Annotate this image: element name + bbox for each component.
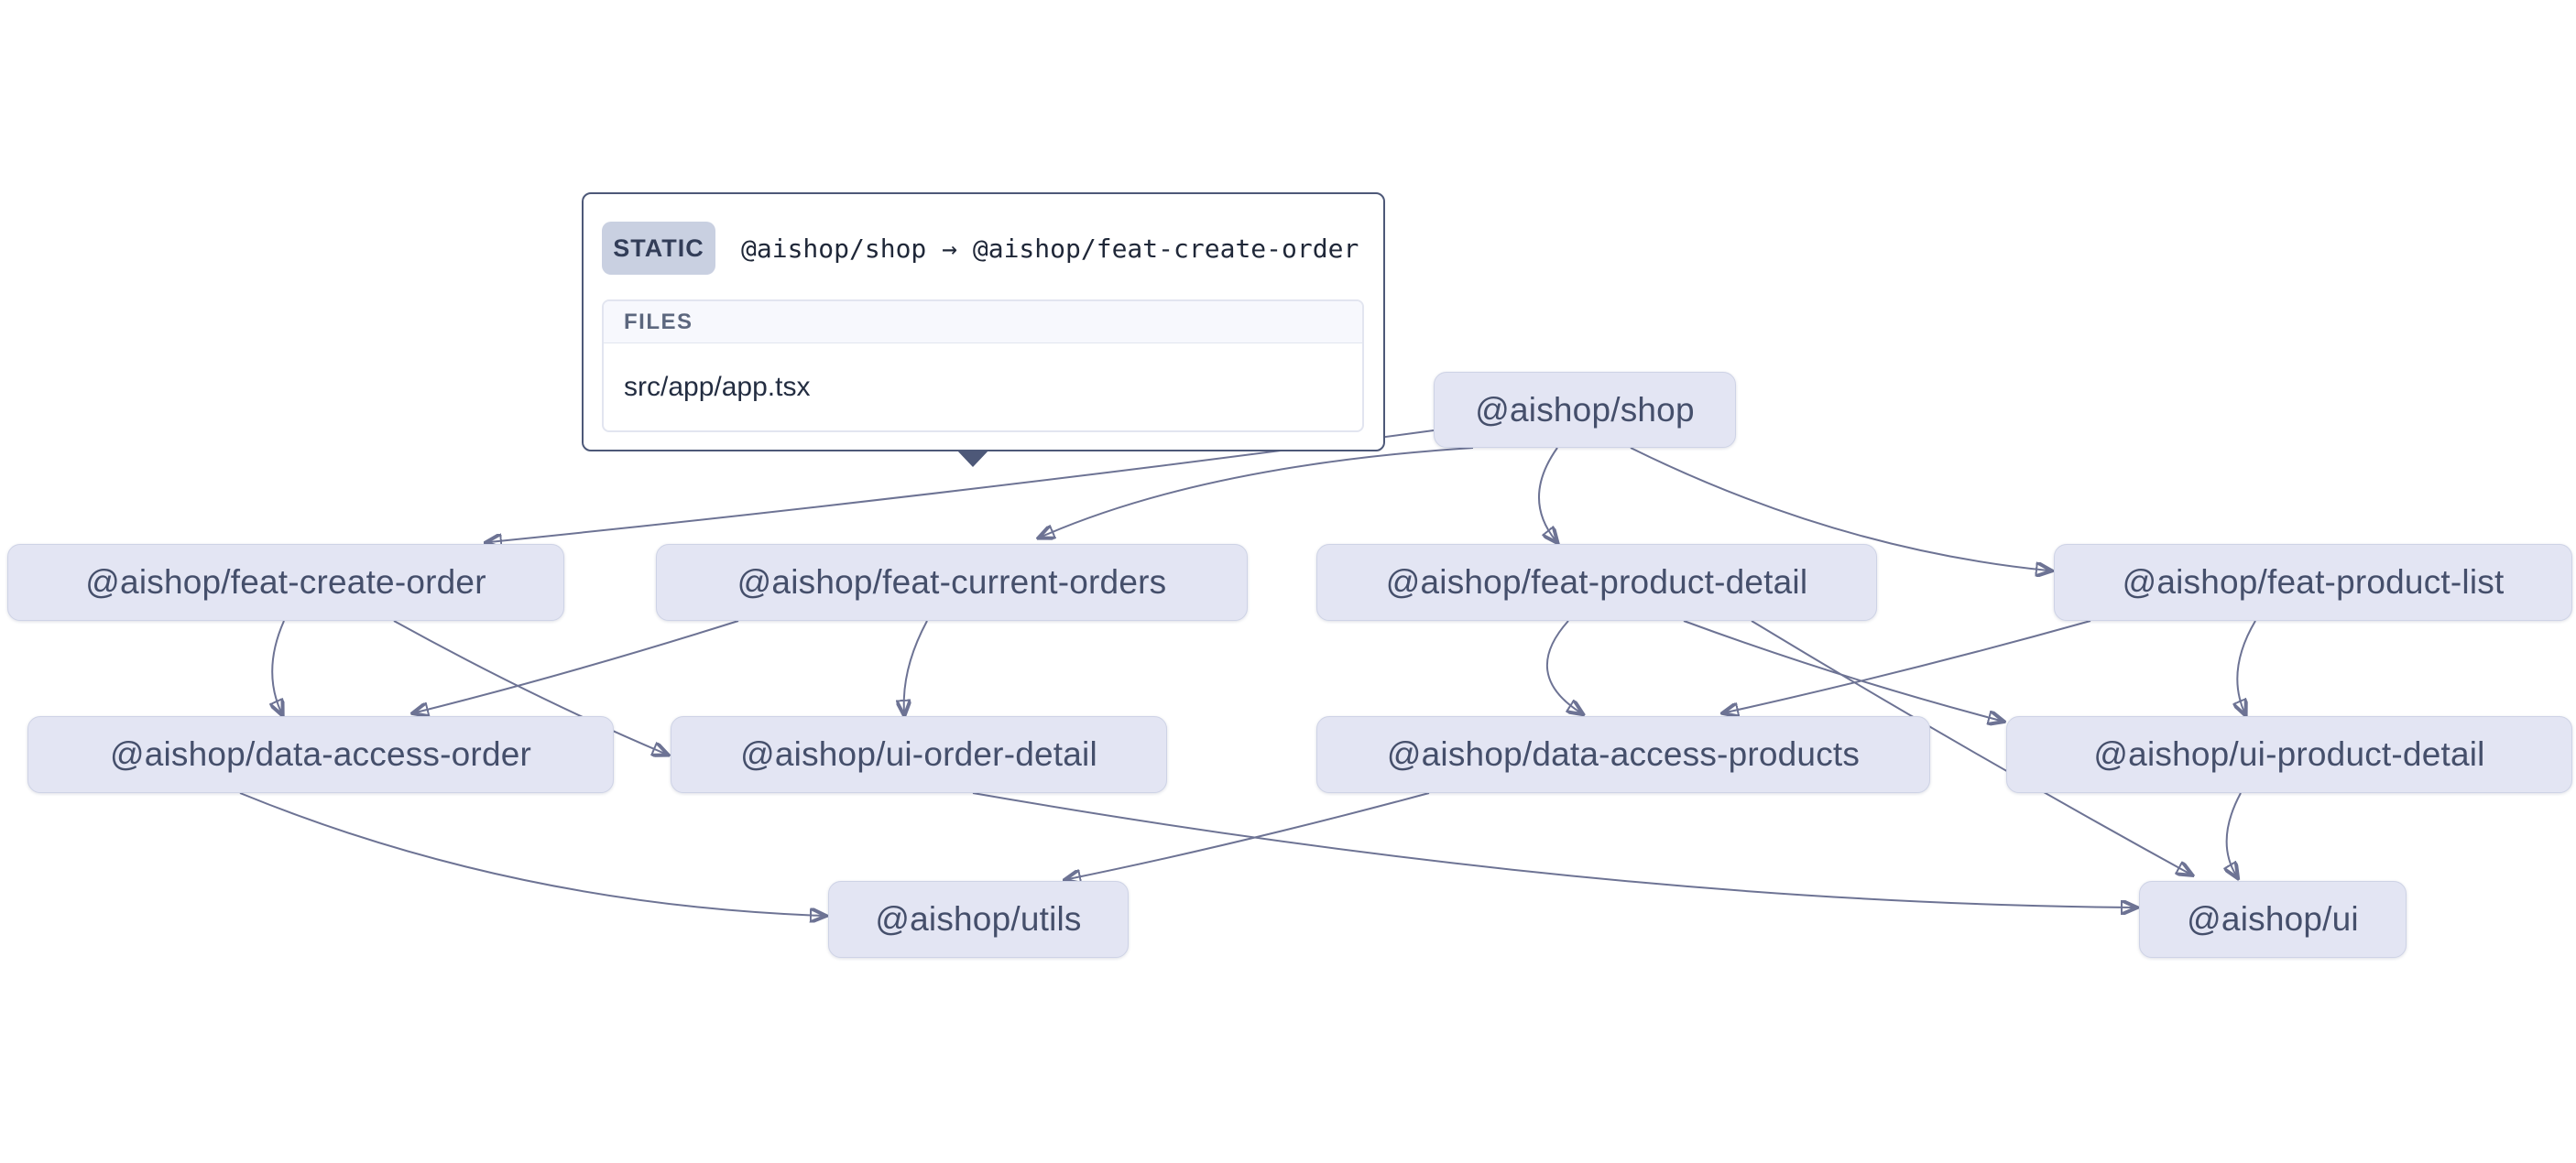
graph-edge-ui-order-detail--ui[interactable] — [972, 792, 2134, 908]
graph-edge-feat-current-orders--ui-order-detail[interactable] — [904, 620, 928, 712]
graph-node-ui[interactable]: @aishop/ui — [2139, 881, 2407, 958]
graph-edge-shop--feat-current-orders[interactable] — [1042, 447, 1474, 537]
graph-edge-feat-product-detail--data-access-products[interactable] — [1545, 620, 1580, 712]
graph-node-shop[interactable]: @aishop/shop — [1434, 372, 1736, 448]
files-panel: FILES src/app/app.tsx — [602, 299, 1364, 432]
graph-node-utils[interactable]: @aishop/utils — [828, 881, 1129, 958]
graph-edge-feat-current-orders--data-access-order[interactable] — [416, 620, 739, 712]
graph-node-ui-order-detail[interactable]: @aishop/ui-order-detail — [671, 716, 1167, 793]
graph-edge-feat-product-list--ui-product-detail[interactable] — [2237, 620, 2256, 712]
graph-node-feat-product-detail[interactable]: @aishop/feat-product-detail — [1316, 544, 1877, 621]
graph-node-feat-create-order[interactable]: @aishop/feat-create-order — [7, 544, 564, 621]
files-header: FILES — [604, 301, 1362, 343]
graph-edge-shop--feat-product-list[interactable] — [1630, 447, 2048, 571]
dependency-label: @aishop/shop → @aishop/feat-create-order — [741, 233, 1359, 264]
graph-edge-ui-product-detail--ui[interactable] — [2227, 792, 2242, 875]
graph-edge-data-access-products--utils[interactable] — [1068, 792, 1430, 879]
graph-node-data-access-products[interactable]: @aishop/data-access-products — [1316, 716, 1930, 793]
static-badge: STATIC — [602, 222, 715, 275]
graph-edge-feat-create-order--ui-order-detail[interactable] — [393, 620, 665, 754]
graph-edge-feat-product-detail--ui-product-detail[interactable] — [1683, 620, 2001, 721]
tooltip-header-row: STATIC @aishop/shop → @aishop/feat-creat… — [602, 222, 1365, 275]
graph-edge-feat-product-detail--ui[interactable] — [1751, 620, 2189, 874]
graph-edge-feat-product-list--data-access-products[interactable] — [1726, 620, 2091, 712]
graph-node-feat-product-list[interactable]: @aishop/feat-product-list — [2054, 544, 2572, 621]
graph-edge-shop--feat-product-detail[interactable] — [1538, 447, 1557, 540]
graph-edge-feat-create-order--data-access-order[interactable] — [272, 620, 285, 712]
file-item: src/app/app.tsx — [624, 372, 811, 402]
file-list: src/app/app.tsx — [604, 343, 1362, 430]
graph-edge-data-access-order--utils[interactable] — [239, 792, 823, 916]
dependency-tooltip: STATIC @aishop/shop → @aishop/feat-creat… — [582, 192, 1385, 467]
tooltip-pointer — [956, 450, 989, 467]
graph-node-ui-product-detail[interactable]: @aishop/ui-product-detail — [2006, 716, 2572, 793]
graph-node-feat-current-orders[interactable]: @aishop/feat-current-orders — [656, 544, 1248, 621]
graph-node-data-access-order[interactable]: @aishop/data-access-order — [27, 716, 614, 793]
